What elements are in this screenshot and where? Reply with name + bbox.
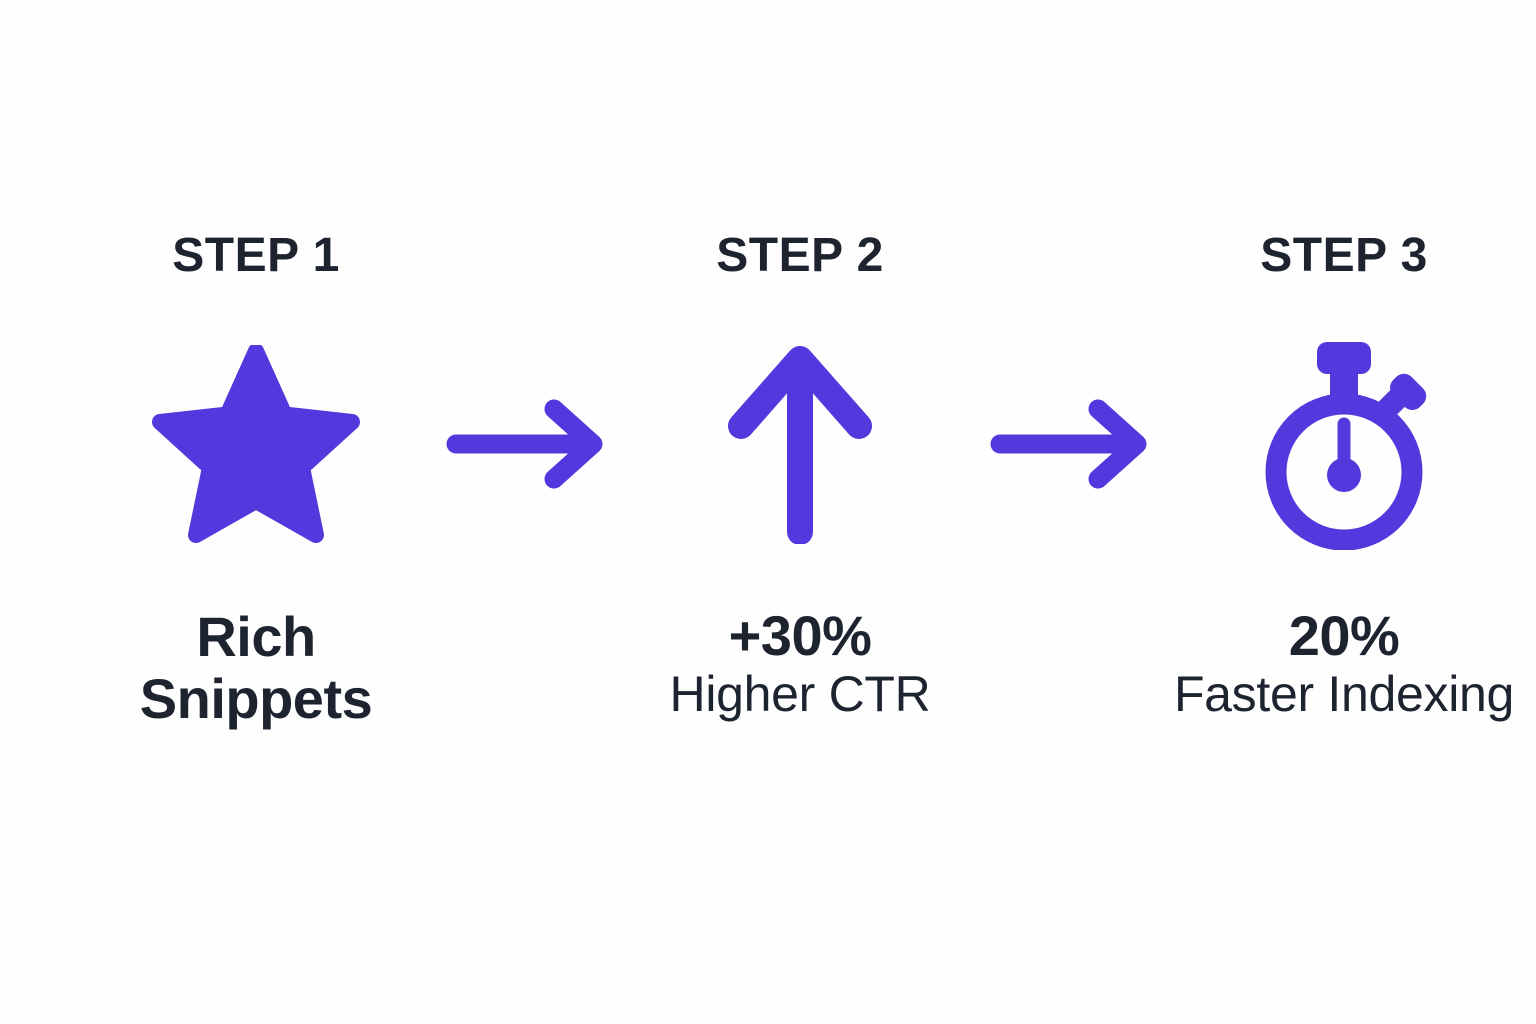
step-2-secondary-text: Higher CTR — [669, 666, 931, 723]
connector-1 — [440, 328, 616, 560]
stopwatch-icon — [1265, 342, 1427, 550]
step-3-secondary-text: Faster Indexing — [1173, 666, 1515, 723]
step-3-label: STEP 3 — [1260, 229, 1428, 282]
star-icon — [152, 345, 360, 543]
step-2-icon-box — [727, 328, 873, 560]
step-2-caption: +30% Higher CTR — [670, 606, 931, 722]
step-column-3: STEP 3 — [1174, 229, 1514, 722]
step-2-primary-text: +30% — [728, 604, 872, 667]
step-1-primary-text: Rich Snippets — [139, 605, 373, 730]
step-3-caption: 20% Faster Indexing — [1174, 606, 1514, 722]
step-column-1: STEP 1 Rich Snippets — [100, 232, 412, 729]
step-1-label: STEP 1 — [172, 229, 340, 282]
step-1-icon-box — [152, 328, 360, 560]
arrow-right-icon — [446, 399, 602, 489]
connector-2 — [984, 328, 1160, 560]
step-1-caption: Rich Snippets — [106, 606, 406, 729]
step-flow: STEP 1 Rich Snippets STEP 2 — [100, 229, 1515, 752]
step-3-primary-text: 20% — [1288, 604, 1400, 667]
step-3-icon-box — [1254, 328, 1434, 560]
step-2-label: STEP 2 — [716, 229, 884, 282]
step-column-2: STEP 2 +30% Higher CTR — [644, 232, 956, 722]
arrow-up-icon — [728, 346, 872, 544]
arrow-right-icon — [990, 399, 1146, 489]
